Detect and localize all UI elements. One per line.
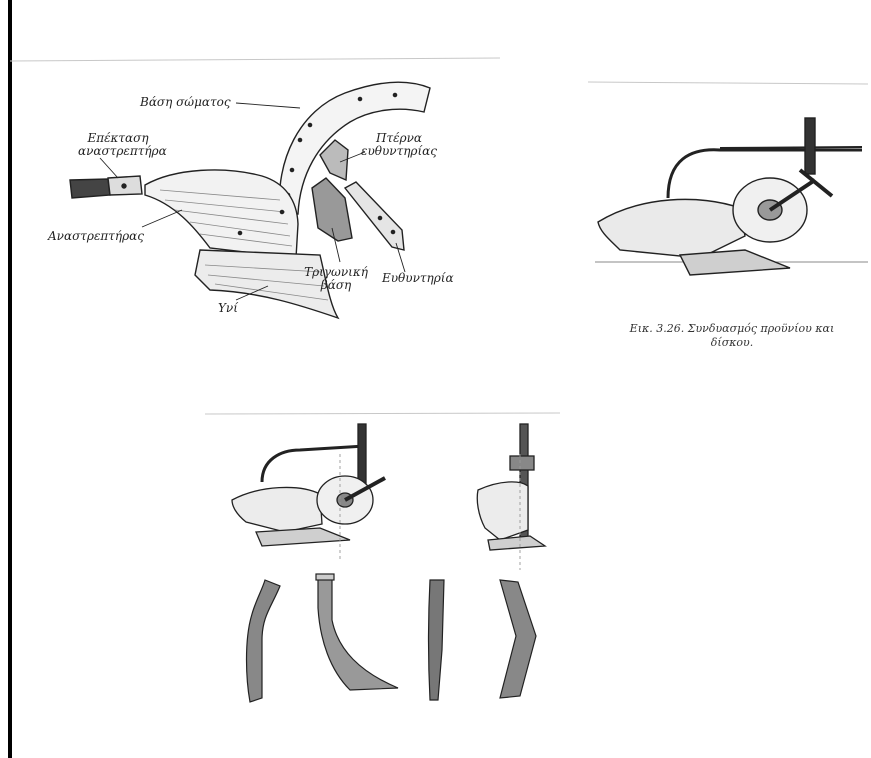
shank-types-figure: [247, 574, 537, 702]
middle-rule: [205, 413, 560, 414]
moldboard-extension-label-line2: αναστρεπτήρα: [78, 145, 158, 158]
landside-heel-label: Πτέρνα ευθυντηρίας: [357, 132, 441, 158]
triangular-base-label-line2: βάση: [300, 279, 372, 292]
moldboard-label: Αναστρεπτήρας: [48, 230, 144, 243]
moldboard-extension-drawing: [70, 179, 110, 198]
shank-1: [247, 580, 281, 702]
right-rule: [588, 82, 868, 84]
figure-3-26-caption-line1: Εικ. 3.26. Συνδυασμός προϋνίου και: [608, 322, 856, 336]
skimmer-assemblies-figure: [232, 424, 545, 570]
landside-heel-label-line2: ευθυντηρίας: [357, 145, 441, 158]
triangular-base-label: Τριγωνική βάση: [300, 266, 372, 292]
body-base-label: Βάση σώματος: [140, 96, 231, 109]
plough-body-exploded-figure: [70, 82, 430, 318]
shank-3: [429, 580, 445, 700]
share-label: Υνί: [218, 302, 238, 315]
landside-label: Ευθυντηρία: [382, 272, 454, 285]
figure-3-26-caption: Εικ. 3.26. Συνδυασμός προϋνίου και δίσκο…: [608, 322, 856, 350]
moldboard-drawing: [145, 170, 298, 258]
landside-drawing: [345, 182, 404, 250]
shank-4: [500, 580, 536, 698]
skimmer-disc-figure: [595, 118, 868, 275]
left-margin-bar: [8, 0, 12, 758]
figure-3-26-caption-line2: δίσκου.: [608, 336, 856, 350]
moldboard-extension-label: Επέκταση αναστρεπτήρα: [78, 132, 158, 158]
top-rule: [10, 58, 500, 61]
shank-2: [318, 578, 398, 690]
